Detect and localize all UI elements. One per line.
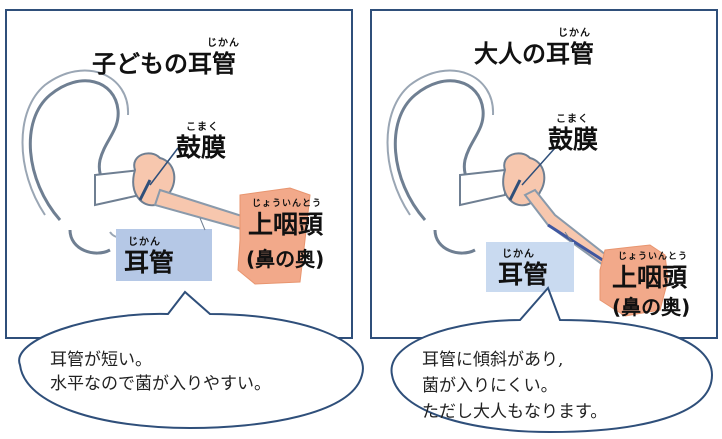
adult-speech-line-3: ただし大人もなります。 [422,402,608,422]
adult-speech-bubble [390,286,714,434]
child-speech-line-1: 耳管が短い。 [50,350,152,370]
child-nasopharynx-label: 上咽頭 [248,210,324,239]
child-tube-label-box [116,229,212,281]
child-eardrum-pointer [149,147,179,186]
adult-speech-line-1: 耳管に傾斜があり, [422,350,564,370]
child-eardrum-ruby: こまく [186,122,219,133]
child-tube-ruby: じかん [128,237,161,248]
child-panel [5,9,353,339]
adult-tube-ruby: じかん [502,249,535,260]
child-title: 子どもの耳管 [92,50,236,78]
child-eustachian-tube [153,188,246,232]
adult-speech-line-2: 菌が入りにくい。 [422,376,558,396]
adult-tube-label-box [486,242,574,292]
child-nasopharynx-ruby: じょういんとう [252,199,323,209]
child-tube-label: 耳管 [124,248,175,277]
child-speech-line-2: 水平なので菌が入りやすい。 [50,374,271,394]
adult-nasopharynx-label: 上咽頭 [612,263,688,292]
adult-eardrum-pointer [521,147,556,186]
adult-ear-illustration [386,69,506,255]
adult-title: 大人の耳管 [474,40,594,68]
adult-eardrum-ruby: こまく [556,114,589,125]
adult-nasopharynx [599,244,669,317]
child-ear-illustration [21,69,141,255]
adult-title-ruby: じかん [558,28,591,39]
child-title-ruby: じかん [207,38,240,49]
adult-eardrum-label: 鼓膜 [548,125,599,154]
adult-nasopharynx-ruby: じょういんとう [618,252,689,262]
adult-nasopharynx-sub: (鼻の奥) [612,295,691,319]
adult-tube-label: 耳管 [498,260,549,289]
child-eardrum-label: 鼓膜 [176,133,227,162]
child-speech-bubble [18,290,364,430]
child-nasopharynx [237,187,311,285]
child-nasopharynx-sub: (鼻の奥) [246,247,325,271]
